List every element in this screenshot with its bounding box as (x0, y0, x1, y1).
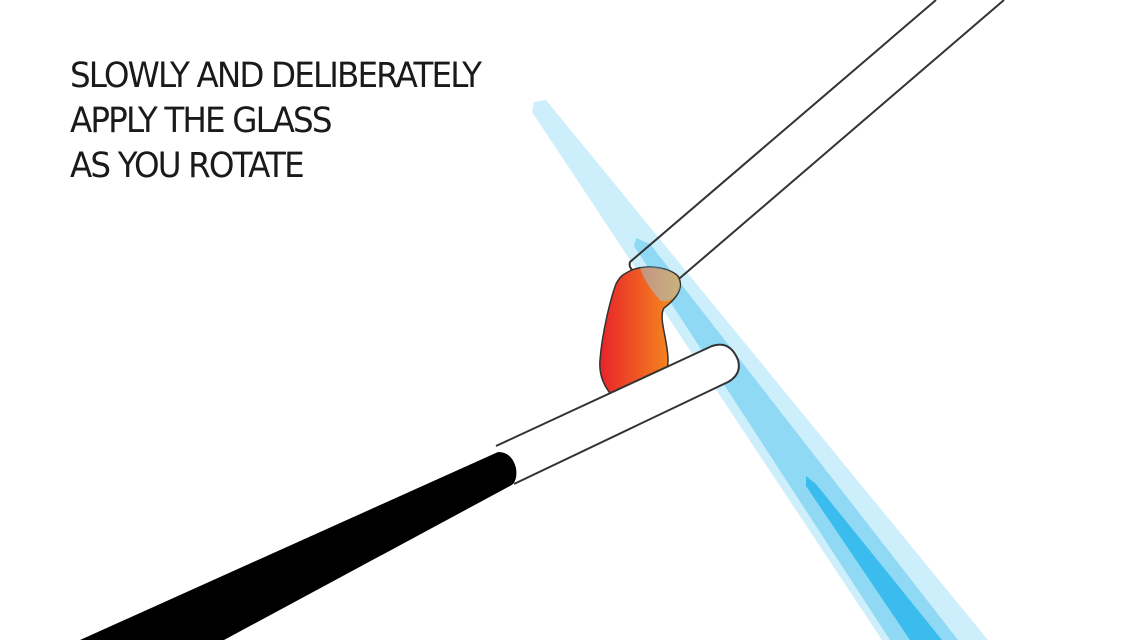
glass-rod-icon (628, 0, 1005, 280)
flame-core (806, 476, 942, 640)
mandrel-rod-icon (495, 343, 740, 485)
caption-line-3: AS YOU ROTATE (70, 146, 305, 186)
flame-outer (532, 100, 988, 640)
instruction-caption: SLOWLY AND DELIBERATELY APPLY THE GLASS … (70, 54, 482, 189)
torch-flame-icon (532, 100, 988, 640)
flame-middle (634, 238, 958, 640)
caption-line-1: SLOWLY AND DELIBERATELY (70, 56, 482, 96)
flame-overlap (640, 266, 681, 302)
mandrel-handle (80, 452, 517, 640)
caption-line-2: APPLY THE GLASS (70, 101, 332, 141)
